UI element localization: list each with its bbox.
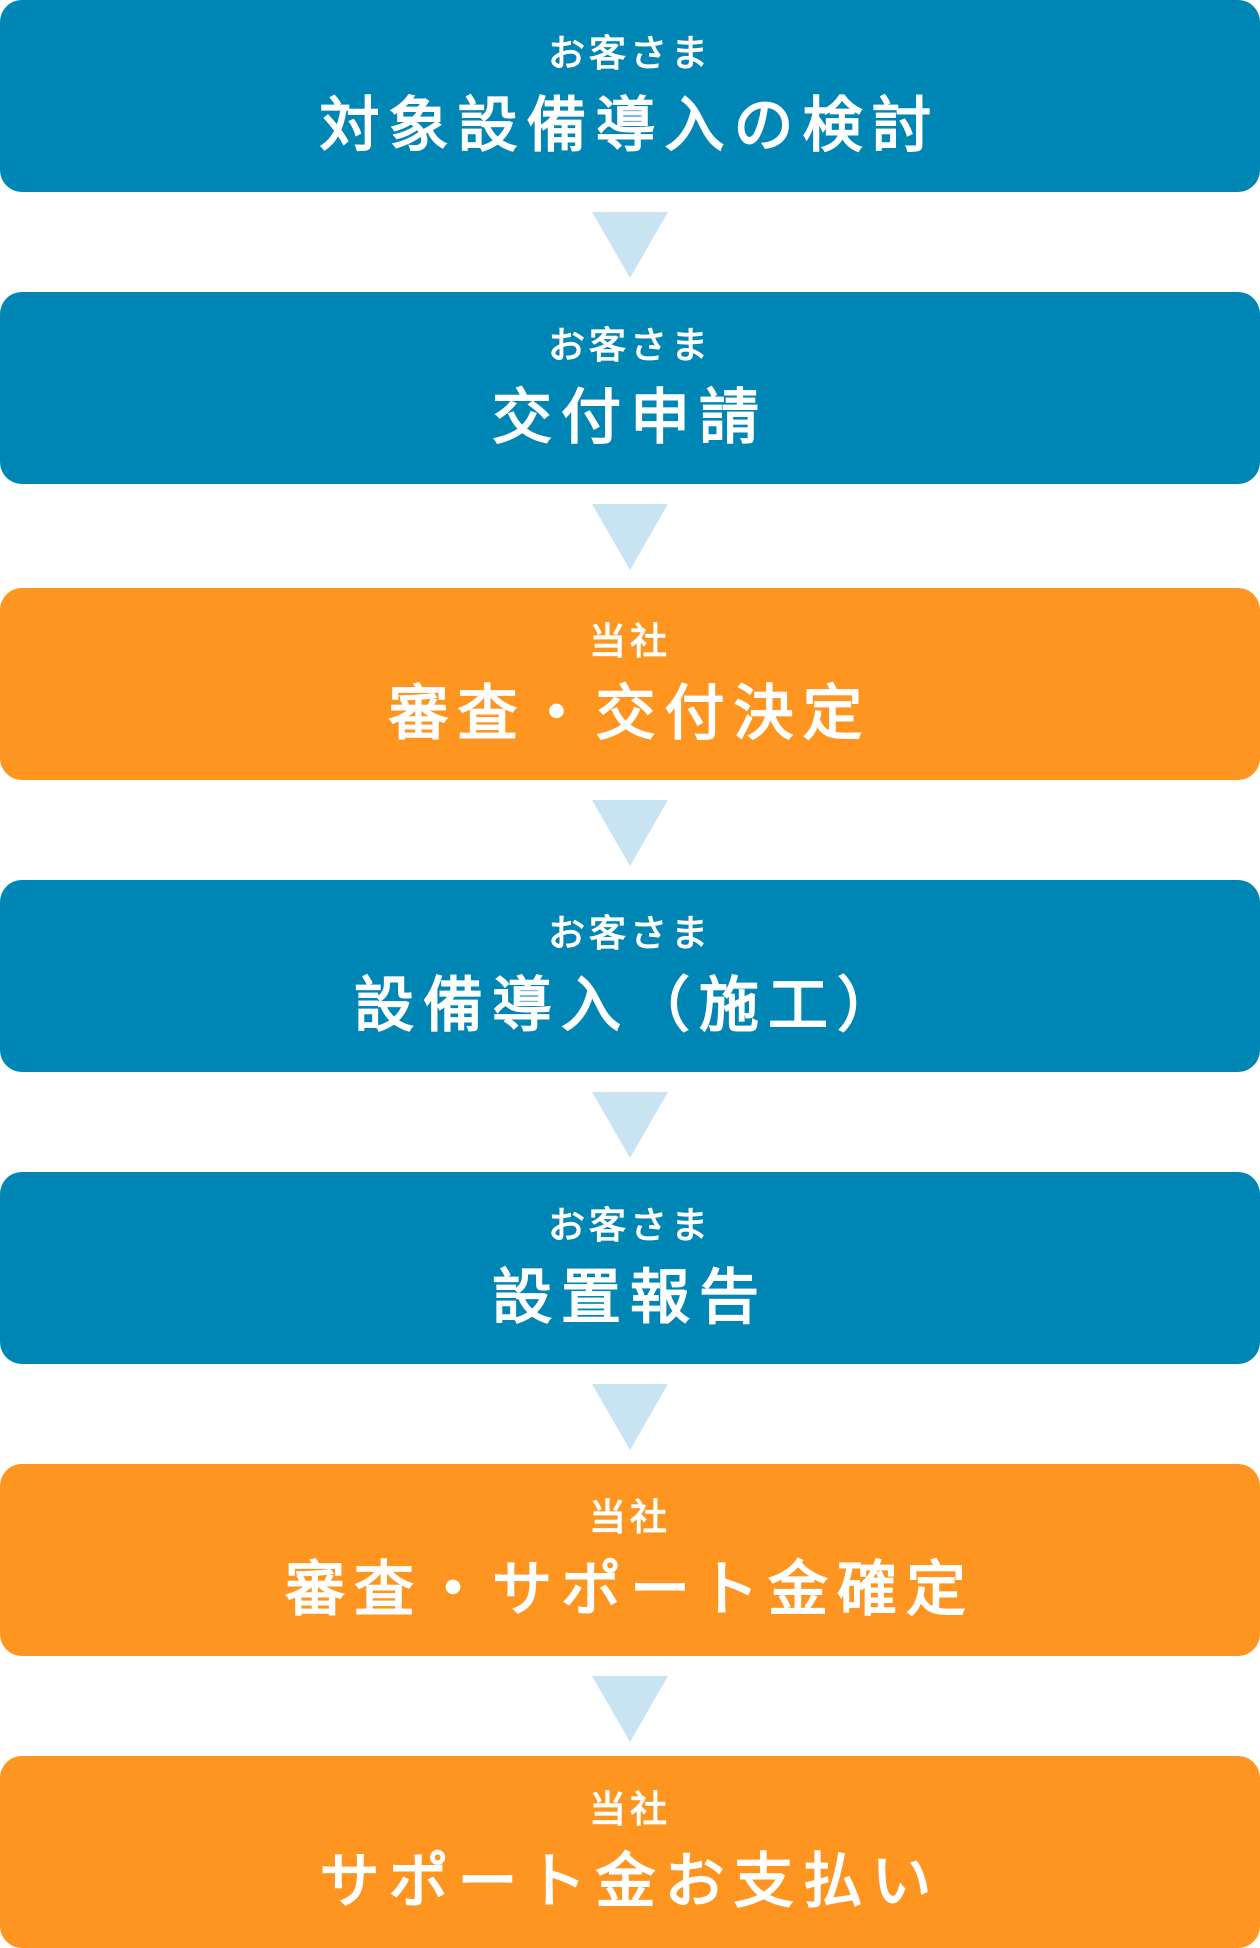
step-actor: お客さま: [548, 1204, 712, 1247]
flow-step-5: お客さま 設置報告: [0, 1172, 1260, 1364]
flow-step-7: 当社 サポート金お支払い: [0, 1756, 1260, 1948]
down-triangle-icon: [592, 1676, 668, 1742]
down-triangle-icon: [592, 504, 668, 570]
step-title: 設置報告: [492, 1263, 768, 1333]
flow-step-3: 当社 審査・交付決定: [0, 588, 1260, 780]
step-actor: お客さま: [548, 32, 712, 75]
step-title: 設備導入（施工）: [354, 971, 906, 1041]
flow-step-4: お客さま 設備導入（施工）: [0, 880, 1260, 1072]
step-title: 交付申請: [492, 383, 768, 453]
step-title: 対象設備導入の検討: [319, 91, 941, 161]
step-actor: お客さま: [548, 912, 712, 955]
down-triangle-icon: [592, 1092, 668, 1158]
step-actor: 当社: [589, 1788, 671, 1831]
step-actor: お客さま: [548, 324, 712, 367]
step-actor: 当社: [589, 620, 671, 663]
down-triangle-icon: [592, 1384, 668, 1450]
step-actor: 当社: [589, 1496, 671, 1539]
down-triangle-icon: [592, 800, 668, 866]
step-title: サポート金お支払い: [319, 1847, 941, 1917]
flow-step-2: お客さま 交付申請: [0, 292, 1260, 484]
step-title: 審査・サポート金確定: [285, 1555, 975, 1625]
flow-step-6: 当社 審査・サポート金確定: [0, 1464, 1260, 1656]
step-title: 審査・交付決定: [388, 679, 872, 749]
flow-step-1: お客さま 対象設備導入の検討: [0, 0, 1260, 192]
down-triangle-icon: [592, 212, 668, 278]
